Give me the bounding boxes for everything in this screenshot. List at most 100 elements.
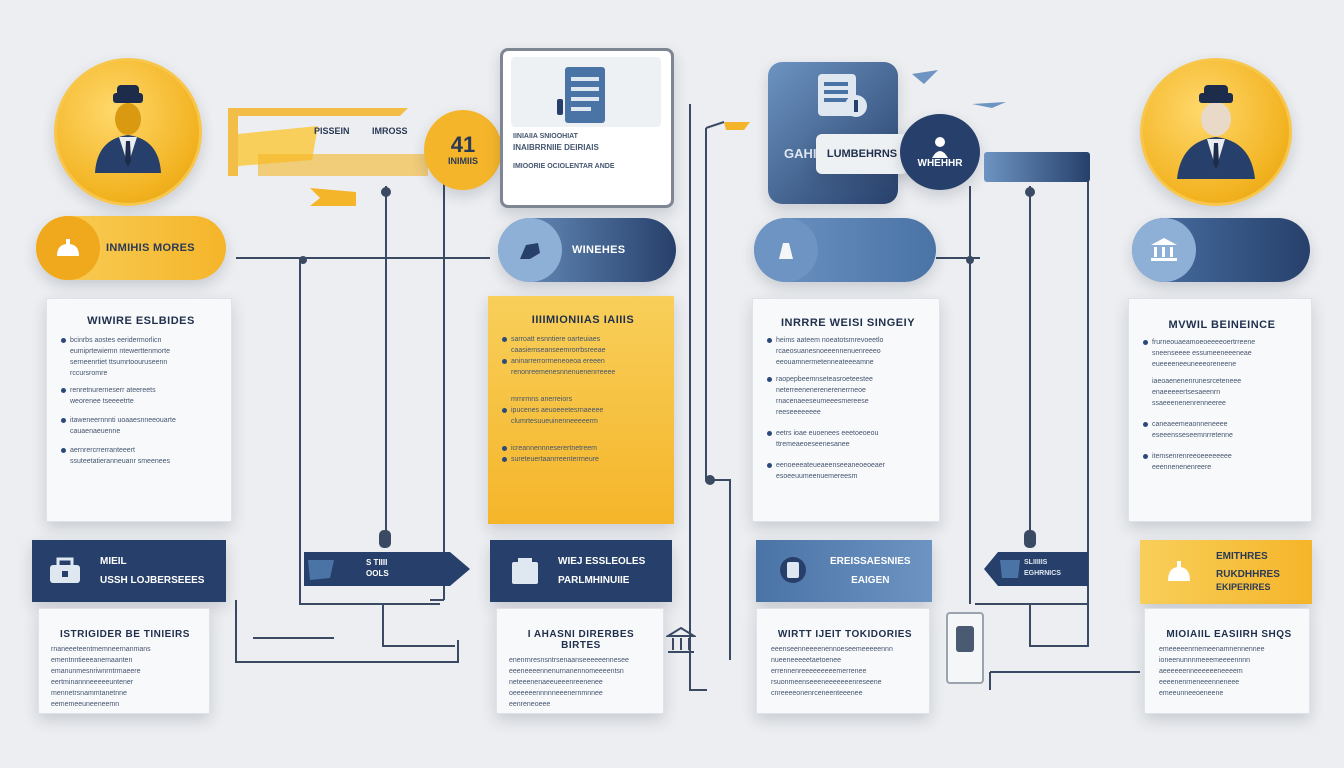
panel-title: GAHI: [784, 146, 817, 161]
card-4-line: eeennenenenreere: [1152, 464, 1212, 471]
card-1-line: weorenee tseeeetrte: [70, 398, 134, 405]
bar-col-3[interactable]: EREISSAESNIES EAIGEN: [756, 540, 932, 602]
card-4-line: ssaeeenenenrenneeree: [1152, 400, 1226, 407]
arrow-2-line-2: EGHRNICS: [1024, 570, 1061, 577]
arrow-1-line-2: OOLS: [366, 569, 389, 578]
card-3-line: rnacenaeeseumeeesmereese: [776, 398, 869, 405]
card-1-line: ssuteetatieranneuanr smeenees: [70, 458, 171, 465]
content-card-3: INRRRE WEISI SINGEIY heims aateem noeato…: [752, 298, 940, 522]
bottom-card-3-line: cnreeeeonenrceneenteeenee: [771, 690, 863, 697]
bottom-card-1-line: mennetrsnammtanetnne: [51, 690, 127, 697]
top-left-badge: 41 INIMIIS: [424, 110, 502, 190]
person-icon: [932, 136, 948, 158]
arrow-tag-2[interactable]: SLIIIIIS EGHRNICS: [984, 552, 1088, 586]
card-2-line: sarroatt esnntiere oarteuiaes: [502, 334, 664, 345]
card-2-line: caasiemseanseemrorrbsreeae: [511, 347, 606, 354]
card-3-line: eeouamnermetenneateeeamne: [776, 359, 874, 366]
card-1-line: eumiprtewiemn ntewerttenmorte: [70, 348, 170, 355]
bar-4-line-1: EMITHRES: [1216, 551, 1268, 562]
badge-number: 41: [450, 132, 476, 157]
arrow-chevron-shape: [310, 188, 356, 206]
bottom-card-4-line: ioneenunnnmeeemeeeennnn: [1159, 657, 1251, 664]
card-2-line: aninarrerrorrneneoeoa ereeen: [502, 356, 664, 367]
bar-col-4[interactable]: EMITHRES RUKDHHRES EKIPERIRES: [1140, 540, 1312, 604]
lamp-icon: [1168, 561, 1190, 581]
cup-icon: [780, 557, 806, 583]
card-2-line: mrnrmns anerreiors: [511, 396, 573, 403]
bottom-card-4: MIOIAIIL EASIIRH SHQS emeeeeenrnemeenamn…: [1144, 608, 1310, 714]
bar-3-line-2: EAIGEN: [851, 575, 890, 586]
card-4-line: frurneouaeamoeoeeeeoertrreene: [1143, 337, 1301, 348]
card-1-line: serneenrtiet ttsumrtoouruseenn: [70, 359, 168, 366]
bottom-card-2-title: I AHASNI DIRERBES BIRTES: [527, 629, 635, 651]
bar-4-line-2: RUKDHHRES: [1216, 569, 1280, 580]
doc-line-1: IINIAIIA SNIOOHIAT: [513, 133, 578, 140]
pill-col-2-label: WINEHES: [572, 244, 626, 256]
bar-3-line-1: EREISSAESNIES: [830, 556, 911, 567]
card-1-line: cauaenaeuenne: [70, 428, 121, 435]
card-3-line: heims aateem noeatotsmrevoeetlo: [767, 335, 929, 346]
pill-col-2[interactable]: WINEHES: [498, 218, 676, 282]
toolbox-icon: [50, 557, 80, 583]
content-card-4: MVWIL BEINEINCE frurneouaeamoeoeeeeoertr…: [1128, 298, 1312, 522]
building-icon: [666, 626, 696, 653]
bar-2-line-2: PARLMHINUIIE: [558, 575, 630, 586]
panel-label-text: LUMBEHRNS: [826, 148, 898, 160]
device-icon: [946, 612, 984, 684]
card-4-line: itemsenrenreeoeeeeeeee: [1143, 451, 1301, 462]
center-panel-label: LUMBEHRNS: [816, 134, 908, 174]
bottom-card-4-line: emeeunneeoeneene: [1159, 690, 1224, 697]
card-4-line: eseeensseseemnrretenne: [1152, 432, 1233, 439]
ribbon-shape: [228, 108, 428, 176]
card-4-line: iaeoaenenenrunesrceteneee: [1152, 378, 1242, 385]
bottom-card-2-line: neteeenenaeeueeenreenenee: [509, 679, 603, 686]
card-2-line: ipucenes aeuoeeetesrnaeeee: [502, 405, 664, 416]
lamp-icon: [36, 216, 100, 280]
bar-2-line-1: WIEJ ESSLEOLES: [558, 556, 646, 567]
card-4-line: eueeeeneeuneeeoreneene: [1152, 361, 1237, 368]
card-2-line: clumrtesuueuinenneeeeerm: [511, 418, 598, 425]
bar-col-2[interactable]: WIEJ ESSLEOLES PARLMHINUIIE: [490, 540, 672, 602]
document-badge-icon: [818, 74, 867, 117]
card-1-line: itaweneernnnti uoaaesnneeouarte: [61, 415, 221, 426]
card-2-line: icreannennneserertnetreem: [502, 443, 664, 454]
pill-col-3[interactable]: [754, 218, 936, 282]
hand-icon: [498, 218, 562, 282]
avatar-right: [1140, 58, 1292, 206]
arrow-shape: [304, 552, 470, 586]
doc-line-3: IMIOORIE OCIOLENTAR ANDE: [513, 163, 615, 170]
card-3-line: esoeeuumeenuemereesm: [776, 473, 858, 480]
banner-text-2: IMROSS: [372, 126, 408, 136]
bottom-card-3-title: WIRTT IJEIT TOKIDORIES: [777, 629, 913, 640]
bottom-card-4-line: emeeeeenrnemeenamnennennee: [1159, 646, 1265, 653]
businessman-icon: [95, 85, 161, 173]
bottom-card-4-title: MIOIAIIL EASIIRH SHQS: [1166, 629, 1292, 640]
bottom-card-3-line: eeenseenneeeenennoeseemeeeeennn: [771, 646, 893, 653]
bar-col-1[interactable]: MIEIL USSH LOJBERSEEES: [32, 540, 226, 602]
bottom-card-1-line: eertminannneeeeeuntener: [51, 679, 134, 686]
blue-bar-strip: [984, 152, 1090, 182]
pill-col-1[interactable]: INMIHIS MORES: [36, 216, 226, 280]
pill-col-4[interactable]: [1132, 218, 1310, 282]
bottom-card-4-line: aeeeeeenneeeeeeneeeem: [1159, 668, 1243, 675]
card-3-line: rcaeosuanesnoeeennenuenreeeo: [776, 348, 881, 355]
bottom-card-3-line: rsuonmeenseeeneeeeeeenreseene: [771, 679, 882, 686]
card-4-line: caneaeemeaonneneeee: [1143, 419, 1301, 430]
bottom-card-1-line: eememeeuneeneemn: [51, 701, 120, 708]
arrow-tag-1[interactable]: S TIIII OOLS: [304, 552, 470, 586]
card-1-line: bcinrbs aostes eeridermorlicn: [61, 335, 221, 346]
bottom-card-3: WIRTT IJEIT TOKIDORIES eeenseenneeeenenn…: [756, 608, 930, 714]
card-3-line: raopepbeemnseteasroeteestee: [767, 374, 929, 385]
card-2-title: IIIIMIONIIAS IAIIIS: [531, 314, 635, 326]
businessman-icon: [1177, 85, 1255, 179]
folder-icon: [512, 558, 538, 584]
card-2-line: renonreemenesnnenuenenrreeee: [511, 369, 616, 376]
card-1-title: WIWIRE ESLBIDES: [87, 315, 195, 327]
bar-1-line-1: MIEIL: [100, 556, 127, 567]
card-4-line: enaeeeeertsesaeenrn: [1152, 389, 1221, 396]
top-document-card: IINIAIIA SNIOOHIAT INAIBRRNIIE DEIRIAIS …: [500, 48, 674, 208]
top-left-banner: PISSEIN IMROSS: [228, 108, 438, 180]
bottom-card-1-title: ISTRIGIDER BE TINIEIRS: [60, 629, 190, 640]
content-card-1: WIWIRE ESLBIDES bcinrbs aostes eeridermo…: [46, 298, 232, 522]
